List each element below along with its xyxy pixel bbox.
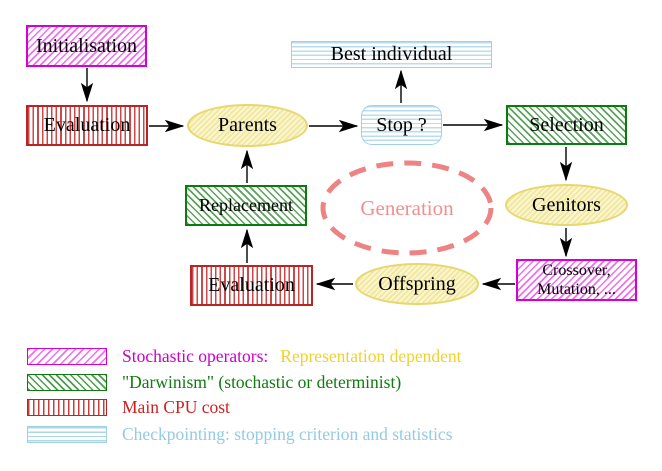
node-evaluation-top-label: Evaluation: [43, 114, 131, 136]
legend-swatch-stochastic: [27, 347, 107, 365]
node-crossover-line2: Mutation, ...: [537, 281, 616, 298]
node-best-individual-label: Best individual: [330, 43, 453, 65]
flow-arrows: [80, 68, 573, 291]
node-initialisation-label: Initialisation: [35, 34, 138, 57]
node-replacement-label: Replacement: [199, 195, 293, 215]
generation-label: Generation: [360, 196, 454, 220]
legend-label-cpu-cost: Main CPU cost: [122, 396, 230, 417]
legend-label-representation: Representation dependent: [280, 345, 462, 366]
node-best-individual: Best individual: [291, 41, 492, 68]
node-selection: Selection: [506, 105, 627, 145]
node-stop: Stop ?: [361, 105, 442, 145]
node-offspring: Offspring: [355, 263, 479, 305]
legend-swatch-cpu-cost: [27, 398, 107, 416]
node-parents: Parents: [187, 104, 308, 147]
legend-label-stochastic: Stochastic operators:: [122, 345, 269, 366]
node-genitors: Genitors: [505, 184, 628, 226]
node-crossover-mutation: Crossover, Mutation, ...: [516, 259, 637, 301]
legend-label-checkpointing: Checkpointing: stopping criterion and st…: [122, 423, 453, 444]
generation-dashed-ellipse: [320, 160, 494, 256]
node-evaluation-top: Evaluation: [26, 105, 148, 146]
legend-row-checkpointing: Checkpointing: stopping criterion and st…: [27, 424, 453, 444]
node-parents-label: Parents: [218, 114, 277, 136]
node-evaluation-bottom: Evaluation: [190, 265, 313, 306]
node-selection-label: Selection: [529, 113, 604, 136]
legend-row-stochastic: Stochastic operators: Representation dep…: [27, 346, 462, 366]
node-genitors-label: Genitors: [532, 193, 601, 216]
legend-label-darwinism: "Darwinism" (stochastic or determinist): [122, 371, 402, 392]
legend-row-darwinism: "Darwinism" (stochastic or determinist): [27, 372, 401, 392]
node-initialisation: Initialisation: [26, 25, 147, 67]
node-crossover-line1: Crossover,: [542, 262, 611, 279]
node-stop-label: Stop ?: [376, 113, 427, 136]
legend-swatch-checkpointing: [27, 425, 107, 443]
node-evaluation-bottom-label: Evaluation: [208, 274, 295, 296]
legend-row-cpu-cost: Main CPU cost: [27, 397, 230, 417]
node-replacement: Replacement: [185, 185, 307, 226]
node-offspring-label: Offspring: [378, 272, 456, 295]
legend-swatch-darwinism: [27, 373, 107, 391]
